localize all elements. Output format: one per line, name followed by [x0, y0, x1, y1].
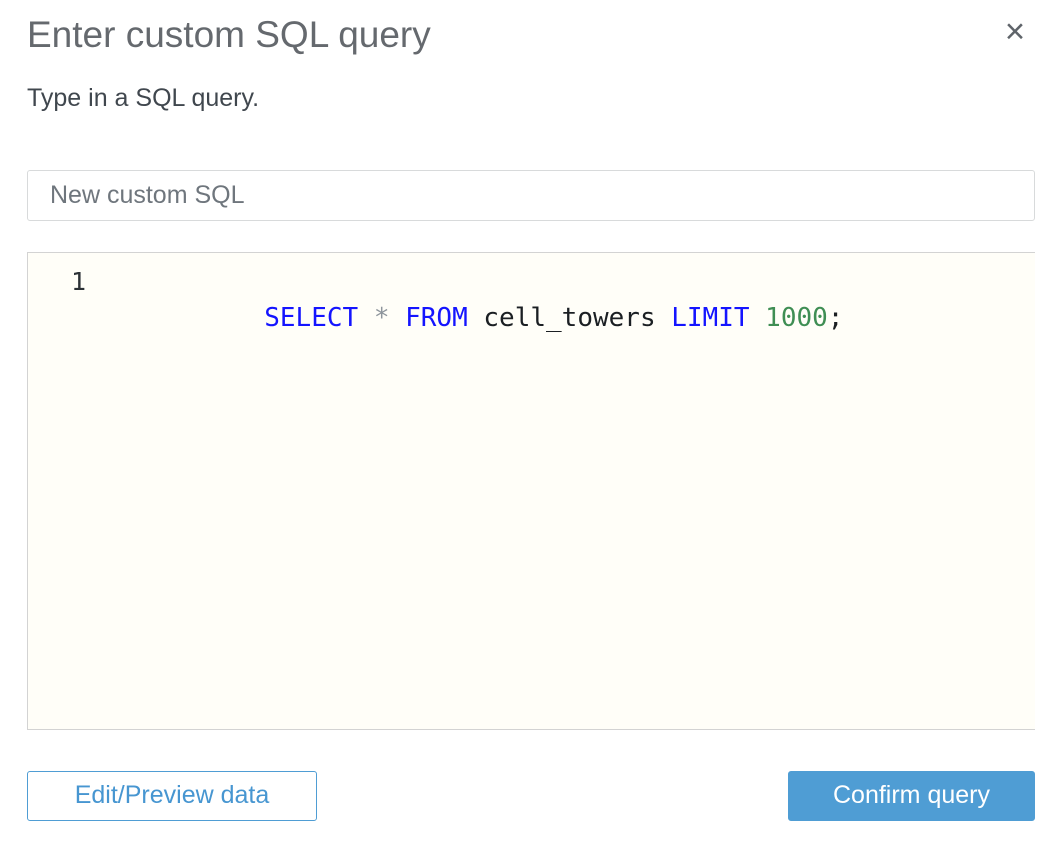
- edit-preview-data-button[interactable]: Edit/Preview data: [27, 770, 317, 821]
- custom-sql-name-input[interactable]: [27, 169, 1035, 221]
- close-icon: ×: [1004, 12, 1026, 51]
- sql-token-keyword: FROM: [405, 302, 484, 333]
- confirm-query-button[interactable]: Confirm query: [788, 770, 1035, 821]
- sql-token-operator: *: [373, 302, 406, 333]
- sql-token-number: 1000: [765, 302, 828, 333]
- sql-token-identifier: cell_towers: [483, 302, 672, 333]
- sql-query-text: SELECT * FROM cell_towers LIMIT 1000;: [139, 264, 843, 372]
- sql-code-editor[interactable]: 1 SELECT * FROM cell_towers LIMIT 1000;: [27, 251, 1035, 730]
- close-button[interactable]: ×: [995, 12, 1035, 52]
- code-line: 1 SELECT * FROM cell_towers LIMIT 1000;: [28, 253, 1035, 372]
- dialog-title: Enter custom SQL query: [27, 14, 431, 55]
- dialog-subtitle: Type in a SQL query.: [27, 83, 260, 112]
- line-number: 1: [70, 266, 86, 296]
- sql-token-keyword: SELECT: [264, 302, 374, 333]
- sql-token-punctuation: ;: [827, 302, 844, 333]
- dialog-footer: Edit/Preview data Confirm query: [27, 770, 1035, 821]
- sql-token-keyword: LIMIT: [671, 302, 766, 333]
